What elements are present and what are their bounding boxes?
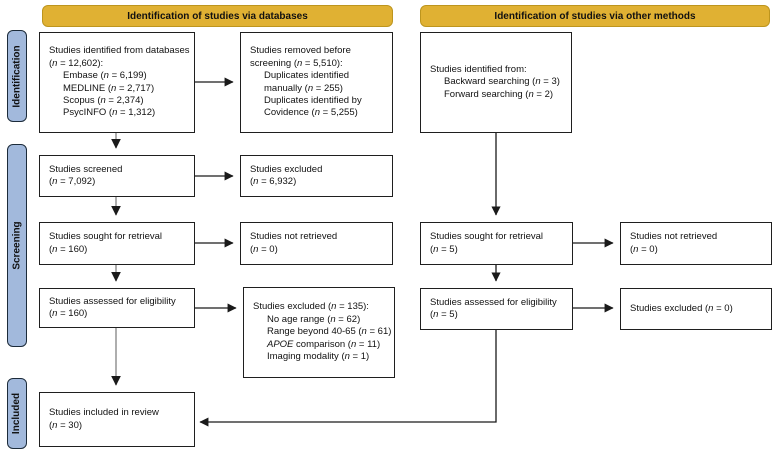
box-line: No age range (n = 62) [267,313,361,325]
box-studies-not-retrieved-db: Studies not retrieved (n = 0) [240,222,393,265]
stage-label-screening-text: Screening [11,221,23,270]
box-line: PsycINFO (n = 1,312) [63,107,156,119]
box-line: Covidence (n = 5,255) [264,107,358,119]
box-line: (n = 7,092) [49,176,96,187]
box-studies-sought-retrieval-db: Studies sought for retrieval (n = 160) [39,222,195,265]
box-line: (n = 160) [49,308,88,319]
box-line: (n = 30) [49,419,83,431]
box-line: (n = 6,932) [250,176,297,187]
box-line: Scopus (n = 2,374) [63,94,144,106]
box-studies-sought-retrieval-other: Studies sought for retrieval (n = 5) [420,222,573,265]
box-line: Backward searching (n = 3) [444,76,560,88]
box-line: (n = 0) [250,243,278,255]
box-line: Duplicates identified [264,70,350,82]
stage-label-identification: Identification [7,30,27,122]
box-line: (n = 160) [49,243,88,255]
stage-label-included: Included [7,378,27,449]
box-line: Forward searching (n = 2) [444,88,554,100]
box-line: (n = 0) [630,243,658,255]
stage-label-included-text: Included [11,392,23,435]
box-line: Studies removed before [250,45,351,57]
box-line: Studies sought for retrieval [430,231,544,243]
box-line: (n = 12,602): [49,57,104,69]
box-line: Range beyond 40-65 (n = 61) [267,326,392,338]
box-line: Imaging modality (n = 1) [267,351,370,363]
box-line: Studies identified from: [430,63,527,75]
box-studies-assessed-eligibility-db: Studies assessed for eligibility (n = 16… [39,288,195,328]
box-line: Studies sought for retrieval [49,231,163,243]
box-line: Studies screened [49,163,123,175]
header-identification-other-methods: Identification of studies via other meth… [420,5,770,27]
header-identification-databases: Identification of studies via databases [42,5,393,27]
box-line: APOE comparison (n = 11) [267,338,381,350]
box-line: Studies included in review [49,407,159,419]
box-line: screening (n = 5,510): [250,57,343,69]
box-studies-excluded-other: Studies excluded (n = 0) [620,288,772,330]
stage-label-screening: Screening [7,144,27,347]
box-studies-not-retrieved-other: Studies not retrieved (n = 0) [620,222,772,265]
box-line: Studies not retrieved [630,231,718,243]
box-line: Studies excluded (n = 135): [253,301,369,313]
box-line: MEDLINE (n = 2,717) [63,82,155,94]
box-line: Studies excluded (n = 0) [630,302,733,314]
box-line: Studies assessed for eligibility [430,296,557,308]
box-line: Studies assessed for eligibility [49,295,176,307]
box-line: Studies excluded [250,163,323,175]
box-studies-removed-before-screening: Studies removed before screening (n = 5,… [240,32,393,133]
box-studies-excluded-screening: Studies excluded (n = 6,932) [240,155,393,197]
box-line: (n = 5) [430,309,458,320]
box-line: Studies identified from databases [49,45,190,57]
box-line: (n = 5) [430,243,458,255]
box-studies-excluded-eligibility: Studies excluded (n = 135): No age range… [243,287,395,378]
box-studies-included-review: Studies included in review (n = 30) [39,392,195,447]
box-line: manually (n = 255) [264,82,343,94]
box-studies-assessed-eligibility-other: Studies assessed for eligibility (n = 5) [420,288,573,330]
box-line: Studies not retrieved [250,231,338,243]
box-line: Embase (n = 6,199) [63,70,147,82]
box-line: Duplicates identified by [264,94,362,106]
stage-label-identification-text: Identification [11,44,23,108]
box-studies-identified-databases: Studies identified from databases (n = 1… [39,32,195,133]
box-studies-screened: Studies screened (n = 7,092) [39,155,195,197]
box-studies-identified-other: Studies identified from: Backward search… [420,32,572,133]
